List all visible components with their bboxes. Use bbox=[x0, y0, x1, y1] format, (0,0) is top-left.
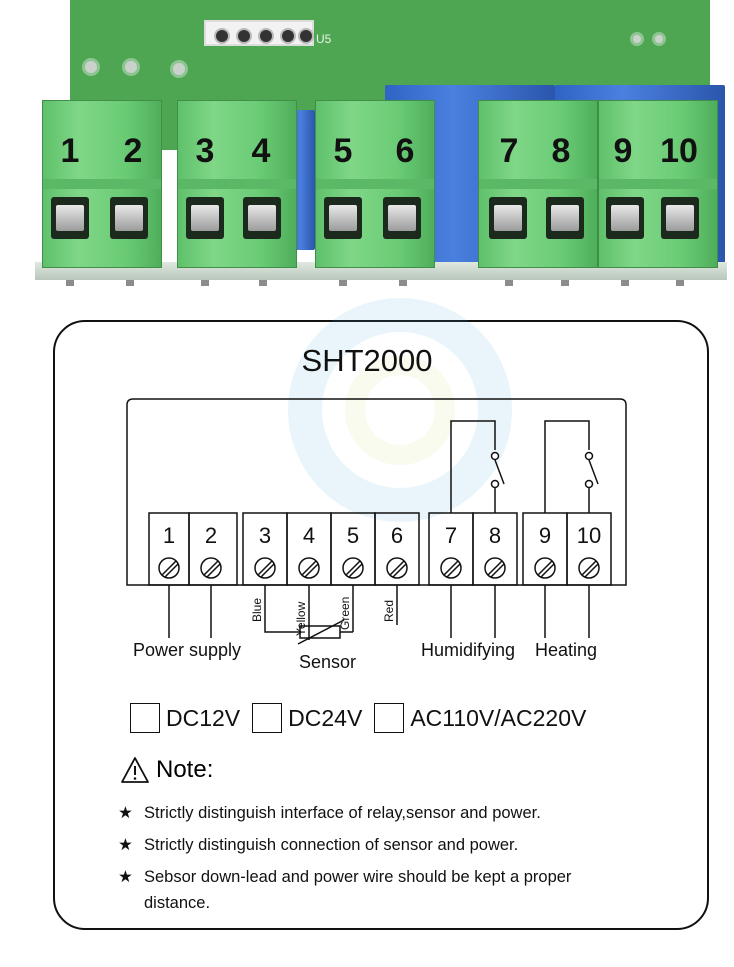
relay-humidify-loop bbox=[450, 420, 496, 513]
note-heading: Note: bbox=[120, 756, 213, 784]
option-dc24v: DC24V bbox=[288, 704, 363, 731]
terminal-box-2 bbox=[188, 512, 238, 586]
diagram-terminal-number: 5 bbox=[346, 523, 360, 548]
pin-header bbox=[204, 20, 314, 46]
pcb-via bbox=[82, 58, 100, 76]
terminal-block-9-10 bbox=[598, 100, 718, 268]
sensor-resistor-arrow bbox=[297, 619, 345, 645]
solder-leg bbox=[259, 280, 267, 286]
solder-leg bbox=[621, 280, 629, 286]
solder-leg bbox=[676, 280, 684, 286]
diagram-terminal-number: 2 bbox=[204, 523, 218, 548]
controller-outline bbox=[126, 398, 627, 586]
terminal-screw bbox=[661, 197, 699, 239]
terminal-block-5-6 bbox=[315, 100, 435, 268]
board-terminal-number: 2 bbox=[123, 132, 143, 170]
voltage-options: DC12V DC24V AC110V/AC220V bbox=[130, 700, 598, 736]
diagram-terminal-number: 1 bbox=[162, 523, 176, 548]
diagram-terminal-number: 9 bbox=[538, 523, 552, 548]
terminal-screws bbox=[158, 557, 600, 579]
terminal-block-7-8 bbox=[478, 100, 598, 268]
solder-leg bbox=[126, 280, 134, 286]
star-bullet-icon: ★ bbox=[118, 836, 133, 854]
relay-heat-contact-top bbox=[584, 451, 594, 461]
watermark-logo bbox=[288, 298, 512, 522]
relay-heat-loop bbox=[544, 420, 590, 513]
diagram-terminal-number: 7 bbox=[444, 523, 458, 548]
note-item-text: Strictly distinguish interface of relay,… bbox=[144, 804, 541, 822]
star-bullet-icon: ★ bbox=[118, 868, 133, 886]
wire-label-blue: Blue bbox=[250, 597, 264, 622]
wire-label-red: Red bbox=[382, 599, 396, 622]
checkbox-dc24v[interactable] bbox=[252, 703, 283, 733]
label-power-supply: Power supply bbox=[133, 640, 242, 660]
diagram-terminal-number: 10 bbox=[576, 523, 602, 548]
note-heading-text: Note: bbox=[156, 756, 214, 783]
diagram-terminal-number: 3 bbox=[258, 523, 272, 548]
star-bullet-icon: ★ bbox=[118, 804, 133, 822]
board-terminal-number: 9 bbox=[613, 132, 633, 170]
option-dc12v: DC12V bbox=[166, 704, 241, 731]
note-list: ★ Strictly distinguish interface of rela… bbox=[118, 800, 678, 916]
sensor-lead-left bbox=[264, 625, 300, 633]
pcb-via bbox=[122, 58, 140, 76]
pcb-via bbox=[630, 32, 644, 46]
note-item-text: Sebsor down-lead and power wire should b… bbox=[144, 868, 572, 912]
label-sensor: Sensor bbox=[299, 652, 357, 672]
terminal-screw bbox=[383, 197, 421, 239]
terminal-screw bbox=[186, 197, 224, 239]
solder-leg bbox=[561, 280, 569, 286]
diagram-terminal-number: 8 bbox=[488, 523, 502, 548]
terminal-screw bbox=[606, 197, 644, 239]
terminal-screw bbox=[324, 197, 362, 239]
solder-leg bbox=[505, 280, 513, 286]
relay-humidify-contact-top bbox=[490, 451, 500, 461]
solder-leg bbox=[66, 280, 74, 286]
terminal-block-3-4 bbox=[177, 100, 297, 268]
relay-heat-contact-bottom bbox=[584, 479, 594, 489]
solder-leg bbox=[339, 280, 347, 286]
board-terminal-number: 6 bbox=[395, 132, 415, 170]
diagram-frame bbox=[53, 320, 709, 930]
diagram-terminal-number: 6 bbox=[390, 523, 404, 548]
relay-humidify-switch bbox=[494, 459, 505, 485]
board-terminal-number: 1 bbox=[60, 132, 80, 170]
terminal-screw bbox=[546, 197, 584, 239]
solder-leg bbox=[399, 280, 407, 286]
board-terminal-number: 3 bbox=[195, 132, 215, 170]
pcb-via bbox=[652, 32, 666, 46]
solder-leg bbox=[201, 280, 209, 286]
note-item: ★ Strictly distinguish interface of rela… bbox=[118, 800, 678, 826]
note-item-text: Strictly distinguish connection of senso… bbox=[144, 836, 519, 854]
terminal-screw bbox=[110, 197, 148, 239]
terminal-block-1-2 bbox=[42, 100, 162, 268]
wire-label-yellow: Yellow bbox=[294, 601, 308, 636]
terminal-screw bbox=[489, 197, 527, 239]
terminal-screw bbox=[51, 197, 89, 239]
board-terminal-number: 8 bbox=[551, 132, 571, 170]
warning-icon bbox=[121, 757, 149, 783]
label-heating: Heating bbox=[535, 640, 598, 660]
note-item: ★ Strictly distinguish connection of sen… bbox=[118, 832, 678, 858]
board-terminal-number: 5 bbox=[333, 132, 353, 170]
checkbox-dc12v[interactable] bbox=[130, 703, 160, 733]
board-terminal-number: 10 bbox=[660, 132, 698, 170]
note-item: ★ Sebsor down-lead and power wire should… bbox=[118, 864, 634, 916]
board-terminal-number: 7 bbox=[499, 132, 519, 170]
relay-humidify-contact-bottom bbox=[490, 479, 500, 489]
label-humidifying: Humidifying bbox=[421, 640, 516, 660]
board-terminal-number: 4 bbox=[251, 132, 271, 170]
pcb-via bbox=[170, 60, 188, 78]
option-ac110-220v: AC110V/AC220V bbox=[410, 704, 587, 731]
wire-label-green: Green bbox=[338, 596, 352, 630]
relay-heat-switch bbox=[588, 459, 599, 485]
header-label: U5 bbox=[316, 32, 332, 46]
pcb-photo: U5 1 2 3 4 5 6 7 8 9 10 bbox=[0, 0, 734, 300]
terminal-screw bbox=[243, 197, 281, 239]
diagram-terminal-number: 4 bbox=[302, 523, 316, 548]
checkbox-ac110-220v[interactable] bbox=[374, 703, 405, 733]
diagram-title: SHT2000 bbox=[301, 343, 433, 378]
